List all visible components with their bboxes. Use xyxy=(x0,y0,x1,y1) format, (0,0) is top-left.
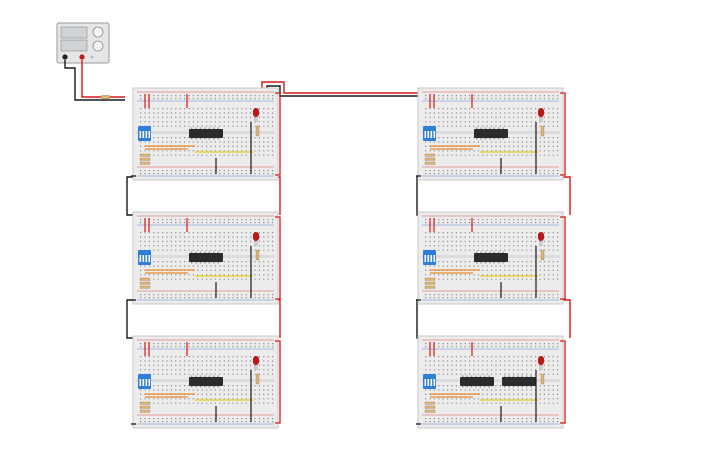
pull-down-resistor xyxy=(139,161,151,165)
psu-knob-2[interactable] xyxy=(92,40,104,52)
red-supply-wire xyxy=(560,92,566,176)
pull-down-resistor xyxy=(424,153,436,157)
resistor xyxy=(100,95,111,99)
ic-chip[interactable] xyxy=(502,375,536,388)
breadboard-1[interactable] xyxy=(131,87,281,181)
dip-switch[interactable] xyxy=(423,374,436,389)
psu-display-2 xyxy=(60,39,88,52)
resistor xyxy=(255,373,260,385)
psu-positive-terminal[interactable] xyxy=(79,54,85,60)
breadboard-6[interactable] xyxy=(416,335,566,429)
ic-chip[interactable] xyxy=(474,251,508,264)
dip-switch[interactable] xyxy=(423,126,436,141)
psu-display-1 xyxy=(60,26,88,39)
resistor xyxy=(255,125,260,137)
red-supply-wire xyxy=(275,216,281,300)
pull-down-resistor xyxy=(139,281,151,285)
red-supply-wire xyxy=(275,340,281,424)
pull-down-resistor xyxy=(139,401,151,405)
pull-down-resistor xyxy=(139,153,151,157)
psu-knob-1[interactable] xyxy=(92,26,104,38)
pull-down-resistor xyxy=(424,277,436,281)
resistor xyxy=(540,125,545,137)
breadboard-4[interactable] xyxy=(416,87,566,181)
psu-negative-terminal[interactable] xyxy=(62,54,68,60)
led xyxy=(538,232,544,246)
breadboard-5[interactable] xyxy=(416,211,566,305)
led xyxy=(253,108,259,122)
resistor xyxy=(255,249,260,261)
supply-wires xyxy=(64,60,125,101)
breadboard-2[interactable] xyxy=(131,211,281,305)
led xyxy=(253,356,259,370)
dip-switch[interactable] xyxy=(138,250,151,265)
led xyxy=(253,232,259,246)
power-supply[interactable] xyxy=(56,22,110,64)
dip-switch[interactable] xyxy=(138,126,151,141)
ic-chip[interactable] xyxy=(189,251,223,264)
pull-down-resistor xyxy=(424,401,436,405)
pull-down-resistor xyxy=(139,157,151,161)
breadboard-3[interactable] xyxy=(131,335,281,429)
ic-chip[interactable] xyxy=(460,375,494,388)
pull-down-resistor xyxy=(424,281,436,285)
pull-down-resistor xyxy=(139,405,151,409)
ic-chip[interactable] xyxy=(474,127,508,140)
pull-down-resistor xyxy=(424,405,436,409)
pull-down-resistor xyxy=(139,277,151,281)
red-supply-wire xyxy=(560,340,566,424)
led xyxy=(538,356,544,370)
pull-down-resistor xyxy=(424,157,436,161)
red-supply-wire xyxy=(560,216,566,300)
pull-down-resistor xyxy=(424,409,436,413)
red-supply-wire xyxy=(275,92,281,176)
pull-down-resistor xyxy=(424,285,436,289)
ic-chip[interactable] xyxy=(189,127,223,140)
pull-down-resistor xyxy=(139,285,151,289)
resistor xyxy=(540,373,545,385)
pull-down-resistor xyxy=(139,409,151,413)
dip-switch[interactable] xyxy=(423,250,436,265)
dip-switch[interactable] xyxy=(138,374,151,389)
led xyxy=(538,108,544,122)
resistor xyxy=(540,249,545,261)
pull-down-resistor xyxy=(424,161,436,165)
ic-chip[interactable] xyxy=(189,375,223,388)
